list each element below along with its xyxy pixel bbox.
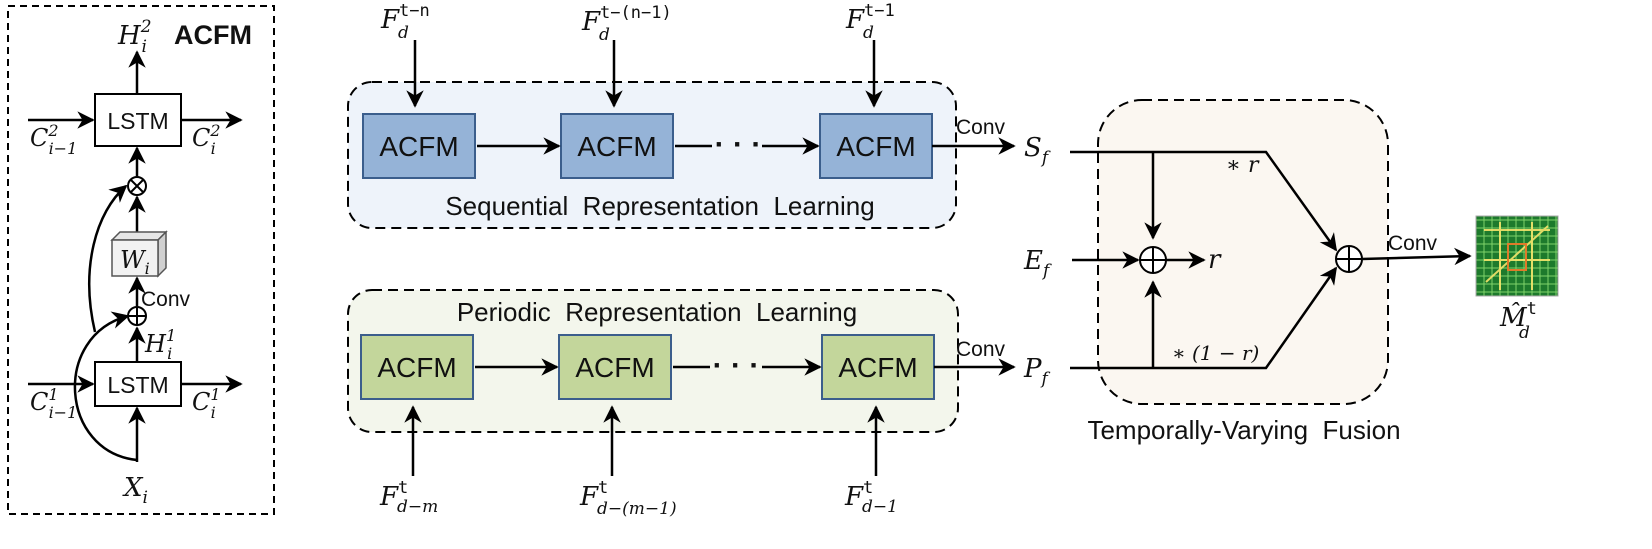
per-acfm-box-1-label: ACFM bbox=[377, 352, 456, 383]
per-acfm-box-1 bbox=[360, 334, 474, 400]
fusion-output-label: M̂t bbox=[1499, 299, 1537, 333]
per-conv-label: Conv bbox=[956, 338, 1006, 361]
seq-ellipsis: · · · bbox=[715, 128, 762, 161]
per-acfm-box-2 bbox=[558, 334, 672, 400]
per-acfm-box-3-label: ACFM bbox=[838, 352, 917, 383]
fusion-add-final-icon-cross bbox=[1336, 246, 1362, 272]
per-input-sub-1: d−m bbox=[397, 497, 438, 517]
weight-cube-icon bbox=[110, 230, 168, 278]
per-input-label-1: Ft bbox=[379, 478, 408, 512]
seq-acfm-box-2-label: ACFM bbox=[577, 131, 656, 162]
fusion-r-label: r bbox=[1208, 245, 1222, 275]
per-output-label: Pf bbox=[1023, 354, 1051, 389]
seq-input-label-2: Ft−(n−1) bbox=[581, 3, 672, 37]
fusion-output-sub: d bbox=[1519, 323, 1530, 343]
fusion-add-r-icon-cross bbox=[1140, 247, 1166, 273]
fusion-conv-label: Conv bbox=[1388, 232, 1438, 255]
per-input-sub-3: d−1 bbox=[862, 497, 898, 517]
acfm-lstm-top-label: LSTM bbox=[107, 108, 168, 134]
sequential-panel-title: Sequential Representation Learning bbox=[445, 191, 874, 221]
per-ellipsis: · · · bbox=[713, 349, 760, 382]
seq-input-label-1: Ft−n bbox=[380, 1, 430, 35]
acfm-lstm-bottom-label: LSTM bbox=[107, 372, 168, 398]
fusion-e-label: Ef bbox=[1023, 246, 1052, 281]
seq-acfm-box-1-label: ACFM bbox=[379, 131, 458, 162]
acfm-panel-border bbox=[7, 5, 275, 515]
seq-input-label-3: Ft−1 bbox=[845, 1, 895, 35]
seq-conv-label: Conv bbox=[956, 116, 1006, 139]
seq-input-sub-3: d bbox=[863, 23, 874, 43]
acfm-panel-title: ACFM bbox=[174, 20, 252, 50]
acfm-skip-curve-bottom bbox=[73, 311, 138, 462]
per-input-sub-2: d−(m−1) bbox=[597, 499, 677, 519]
traffic-map-thumbnail bbox=[1475, 215, 1559, 297]
per-input-label-3: Ft bbox=[844, 478, 873, 512]
fusion-mult-r-label: ∗ r bbox=[1226, 153, 1260, 178]
seq-output-label: Sf bbox=[1024, 133, 1051, 168]
fusion-p-line bbox=[1070, 266, 1338, 370]
multiply-icon-cross bbox=[130, 179, 144, 193]
periodic-panel: Periodic Representation Learning ACFM AC… bbox=[347, 289, 1051, 519]
fusion-s-line bbox=[1070, 150, 1338, 252]
seq-acfm-box-3 bbox=[819, 113, 933, 179]
seq-input-sub-1: d bbox=[398, 23, 409, 43]
add-icon-cross bbox=[128, 307, 146, 325]
periodic-panel-title: Periodic Representation Learning bbox=[457, 297, 857, 327]
sequential-panel: Sequential Representation Learning ACFM … bbox=[347, 1, 1051, 229]
seq-acfm-box-3-label: ACFM bbox=[836, 131, 915, 162]
fusion-panel-title: Temporally-Varying Fusion bbox=[1087, 415, 1400, 445]
per-input-label-2: Ft bbox=[579, 478, 608, 512]
fusion-output-arrow bbox=[1361, 247, 1472, 266]
fusion-mult-one-minus-r-label: ∗ (1 − r) bbox=[1172, 341, 1259, 365]
acfm-w-label: Wi bbox=[120, 246, 150, 278]
seq-acfm-box-2 bbox=[560, 113, 674, 179]
acfm-skip-curve-top bbox=[88, 184, 128, 333]
acfm-conv-label: Conv bbox=[141, 288, 191, 311]
seq-input-sub-2: d bbox=[599, 25, 610, 45]
fusion-panel: Temporally-Varying Fusion ∗ r ∗ (1 − r) … bbox=[1023, 99, 1559, 445]
seq-acfm-box-1 bbox=[362, 113, 476, 179]
fusion-panel-bg bbox=[1097, 99, 1389, 405]
acfm-x-label: Xi bbox=[122, 473, 148, 508]
per-acfm-box-2-label: ACFM bbox=[575, 352, 654, 383]
per-acfm-box-3 bbox=[821, 334, 935, 400]
